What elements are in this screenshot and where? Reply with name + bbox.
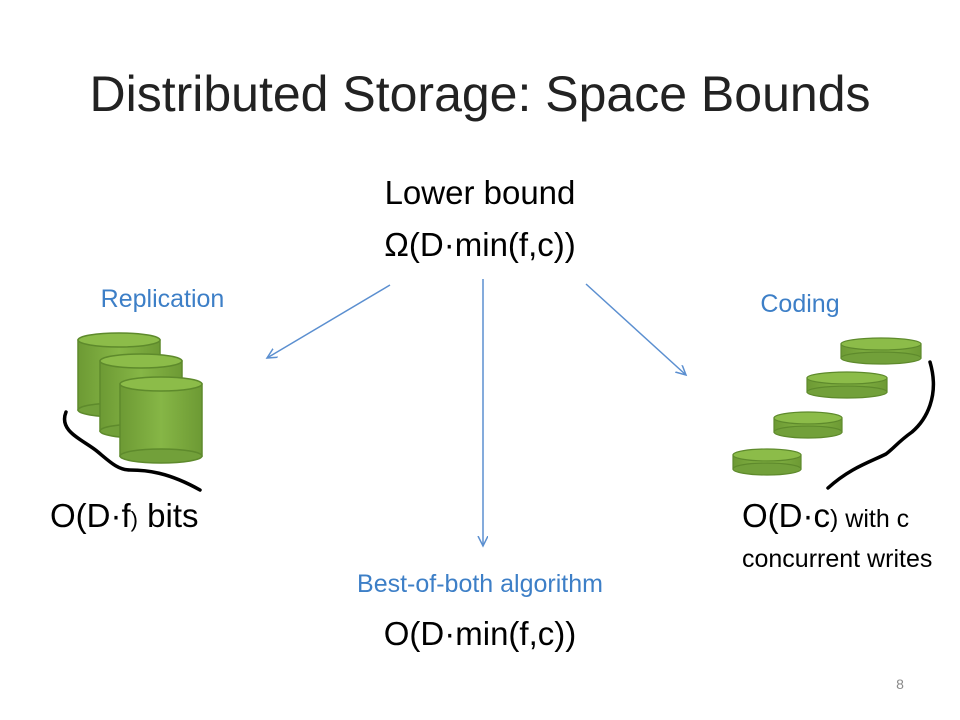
lower-bound-open: (D <box>408 226 444 263</box>
replication-cost-suffix: bits <box>138 497 199 534</box>
coding-cost-var: c <box>813 497 831 534</box>
coding-label: Coding <box>760 290 840 318</box>
slide-title: Distributed Storage: Space Bounds <box>89 66 871 122</box>
best-of-both-dot: · <box>444 615 456 652</box>
replication-cost-prefix: O(D <box>50 497 111 534</box>
page-number: 8 <box>896 676 904 692</box>
replication-label: Replication <box>100 285 225 313</box>
arrow-to-coding <box>585 283 686 375</box>
coin-disk-2 <box>773 411 843 439</box>
replication-cost-dot: · <box>110 497 122 534</box>
coding-cost-dot: · <box>802 497 814 534</box>
coin-disk-3 <box>806 371 888 399</box>
arrow-to-replication <box>267 284 391 358</box>
lower-bound-rest: min(f,c)) <box>454 226 576 263</box>
coding-brace-icon <box>826 360 936 490</box>
coin-disk-1 <box>732 448 802 476</box>
cylinder-3 <box>119 376 203 464</box>
coding-cost-prefix: O(D <box>742 497 803 534</box>
best-of-both-open: O(D <box>383 615 445 652</box>
stacked-coin-disks-icon <box>732 337 922 476</box>
stacked-cylinders-icon <box>77 332 203 464</box>
replication-brace-icon <box>62 410 202 492</box>
omega-symbol: Ω <box>384 226 409 263</box>
lower-bound-dot: · <box>443 226 455 263</box>
best-of-both-label: Best-of-both algorithm <box>357 570 603 598</box>
replication-cost: O(D·f) bits <box>50 496 199 540</box>
replication-cost-var: f <box>121 497 131 534</box>
replication-cost-paren: ) <box>130 507 138 532</box>
coding-cost-suffix: with c concurrent writes <box>742 505 933 573</box>
coin-disk-4 <box>840 337 922 365</box>
best-of-both-rest: min(f,c)) <box>455 615 577 652</box>
coding-cost: O(D·c) with c concurrent writes <box>742 496 947 579</box>
lower-bound-formula: Ω(D·min(f,c)) <box>280 225 680 265</box>
lower-bound-label: Lower bound <box>384 174 576 211</box>
coding-cost-paren: ) <box>830 505 839 533</box>
best-of-both-formula: O(D·min(f,c)) <box>280 614 680 654</box>
